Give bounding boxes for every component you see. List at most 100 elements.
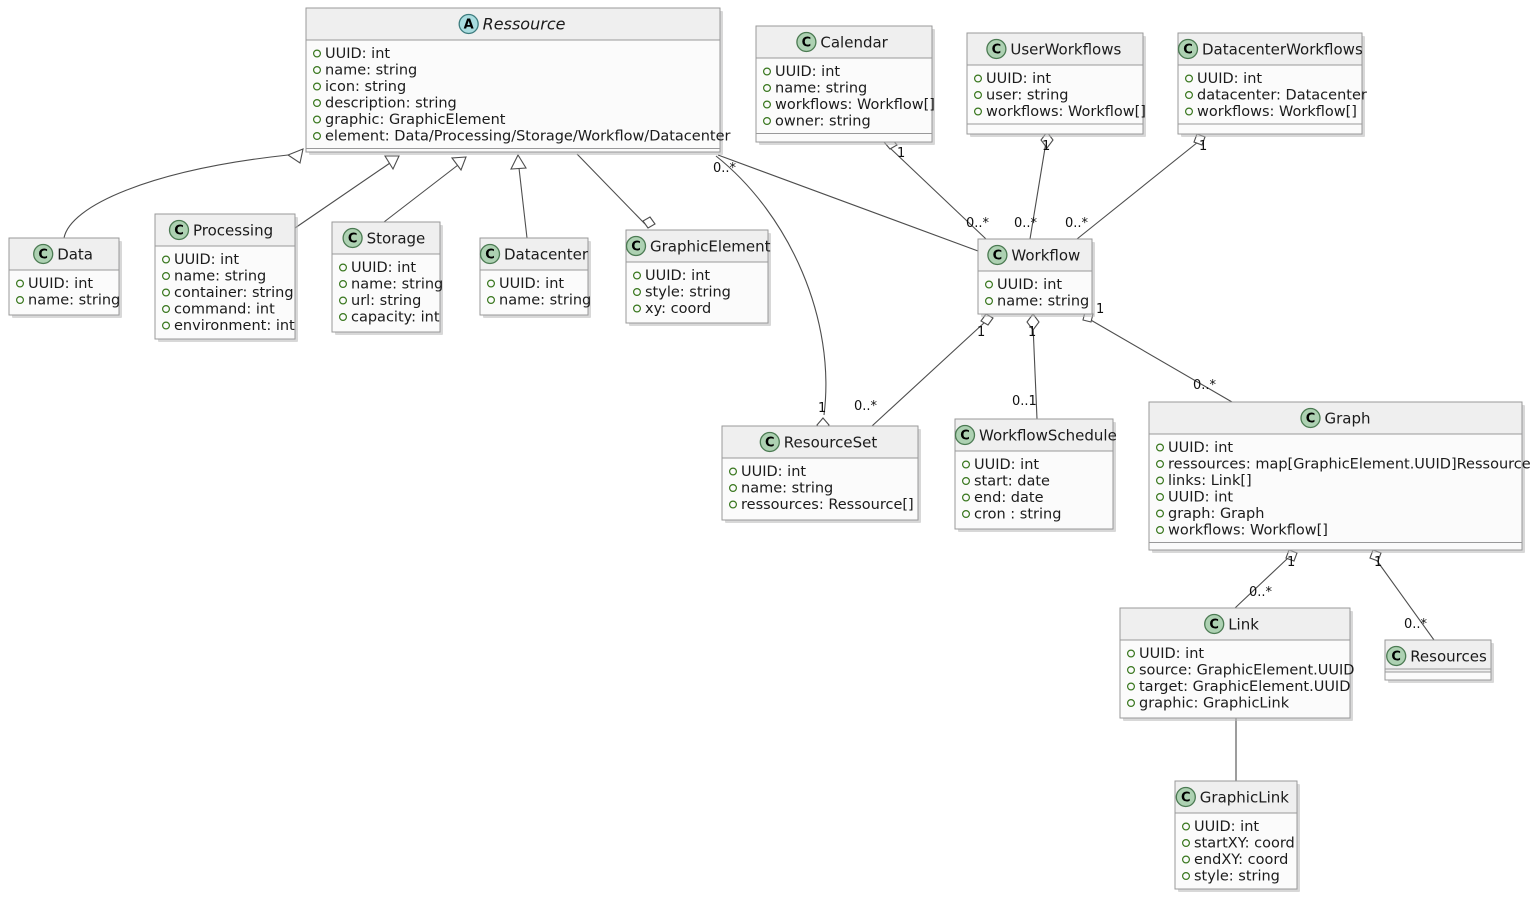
class-attribute: UUID: int [741,464,806,480]
edge-storage-ressource[interactable] [383,164,459,223]
class-stereotype-icon [986,38,1007,60]
visibility-public-icon [487,296,496,305]
visibility-public-icon [313,98,322,107]
visibility-public-icon [728,500,737,509]
stereotype-letter: C [1391,650,1401,665]
class-attribute: name: string [174,269,266,285]
multiplicity-label: 0..* [1014,216,1038,231]
edge-data-ressource[interactable] [63,154,289,239]
stereotype-letter: C [1306,412,1316,427]
multiplicity-label: 1 [1199,139,1207,154]
visibility-public-icon [313,132,322,141]
class-stereotype-icon [1175,786,1196,808]
visibility-public-icon [1181,822,1190,831]
class-attribute: name: string [741,481,833,497]
edge-ressource-graphicelement[interactable] [576,153,646,225]
edge-graph-resources[interactable] [1374,557,1435,641]
visibility-public-icon [632,304,641,313]
visibility-public-icon [1155,443,1164,452]
class-stereotype-icon [168,219,190,241]
stereotype-letter: C [485,248,495,263]
edge-ressource-workflow[interactable] [717,154,979,252]
class-attribute: UUID: int [28,276,93,292]
visibility-public-icon [961,493,970,502]
visibility-public-icon [1181,838,1190,847]
visibility-public-icon [313,49,322,58]
class-title: UserWorkflows [1010,41,1121,59]
class-title: GraphicLink [1200,789,1289,807]
class-attribute: workflows: Workflow[] [775,97,935,113]
edge-workflow-workflowschedule[interactable] [1032,324,1038,420]
visibility-public-icon [1181,855,1190,864]
class-attribute: graphic: GraphicLink [1139,696,1290,712]
class-attribute: UUID: int [325,46,390,62]
visibility-public-icon [162,321,171,330]
edge-datacenterworkflows-workflow[interactable] [1076,141,1199,240]
class-attribute: source: GraphicElement.UUID [1139,663,1354,679]
class-attribute: ressources: map[GraphicElement.UUID]Ress… [1168,457,1531,473]
edge-workflow-resourceset[interactable] [871,321,986,427]
class-attribute: environment: int [174,318,295,334]
visibility-public-icon [1155,509,1164,518]
class-header [8,237,120,271]
multiplicity-label: 0..* [1249,585,1273,600]
class-attribute: links: Link[] [1168,473,1252,489]
visibility-public-icon [1155,493,1164,502]
stereotype-letter: C [631,240,641,255]
class-header [625,229,769,263]
visibility-public-icon [1126,682,1135,691]
class-header [1119,607,1351,641]
edge-workflow-graph[interactable] [1088,318,1233,403]
visibility-public-icon [339,263,348,272]
edge-graph-link[interactable] [1234,557,1289,609]
edge-userworkflows-workflow[interactable] [1029,141,1047,240]
visibility-public-icon [984,280,993,289]
visibility-public-icon [313,115,322,124]
multiplicity-label: 0..* [966,216,990,231]
class-attribute: UUID: int [1168,440,1233,456]
class-header [305,7,721,41]
class-attribute: name: string [997,294,1089,310]
edge-calendar-workflow[interactable] [889,147,987,240]
visibility-public-icon [632,288,641,297]
generalization-arrow-processing [384,155,400,171]
class-box-resources[interactable]: C Resources [1384,639,1494,683]
edge-ressource-resourceset[interactable] [715,155,827,416]
class-title: Workflow [1011,247,1080,265]
class-title: Resources [1410,648,1487,666]
class-title: Datacenter [504,246,589,264]
generalization-arrow-datacenter [510,153,527,170]
class-attribute: UUID: int [1168,490,1233,506]
class-attribute: ressources: Ressource[] [741,497,914,513]
class-title: Storage [367,230,426,248]
multiplicity-label: 1 [1028,325,1036,340]
stereotype-letter: C [1181,791,1191,806]
class-title: DatacenterWorkflows [1202,41,1363,59]
class-attribute: name: string [499,293,591,309]
edge-processing-ressource[interactable] [294,162,391,229]
edge-datacenter-ressource[interactable] [518,167,528,239]
visibility-public-icon [339,313,348,322]
class-title: Processing [193,222,273,240]
visibility-public-icon [313,82,322,91]
visibility-public-icon [339,280,348,289]
stereotype-letter: C [1209,618,1219,633]
